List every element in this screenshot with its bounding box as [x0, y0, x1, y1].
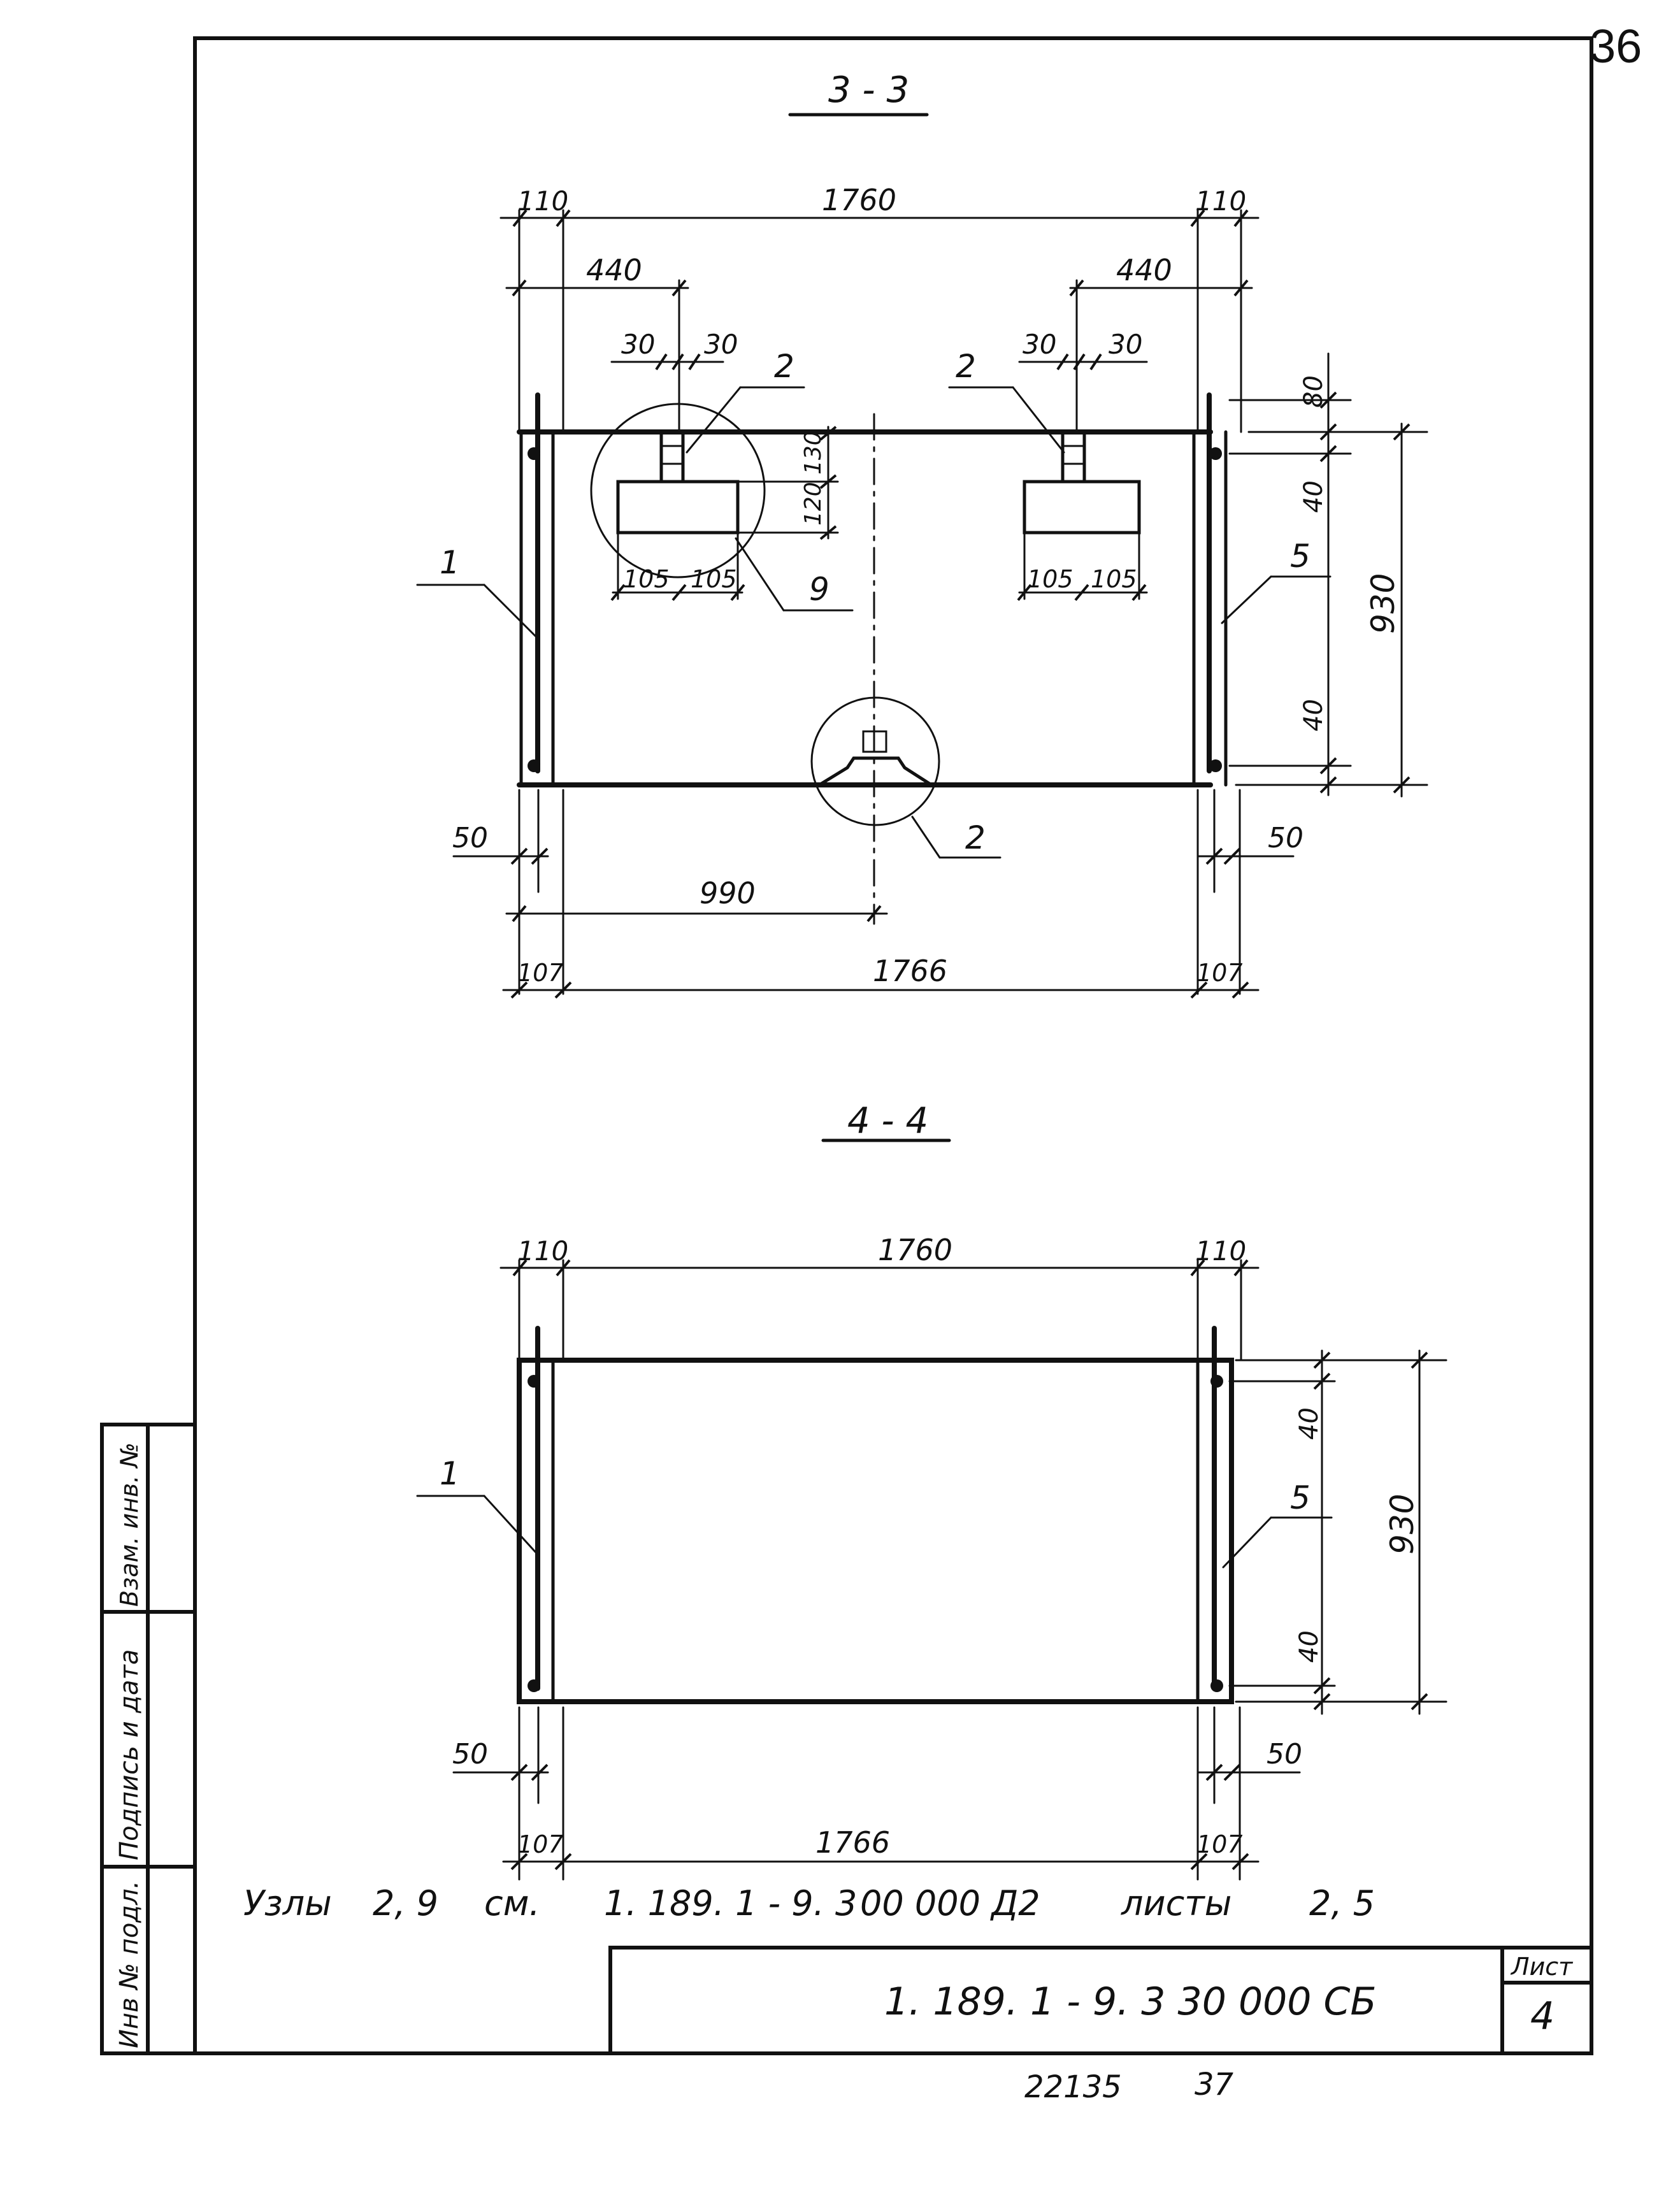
dim-3-3-990: 990: [700, 876, 756, 910]
page-number: 36: [1590, 20, 1642, 73]
dim-4-4-bottom-107-right: 107: [1196, 1830, 1243, 1858]
dim-3-3-top-1760: 1760: [822, 183, 896, 217]
dim-3-3-930: 930: [1365, 573, 1402, 634]
callout-3-3-9: 9: [809, 571, 829, 608]
sheet-number: 4: [1530, 1994, 1555, 2039]
dim-4-4-40-bottom: 40: [1295, 1630, 1324, 1663]
section-3-3: 3 - 3: [416, 69, 1428, 999]
callout-3-3-5: 5: [1290, 538, 1310, 575]
dim-3-3-440-left: 440: [586, 253, 642, 287]
dim-3-3-30-left-a: 30: [621, 329, 655, 360]
note-word-2: 2, 9: [373, 1883, 438, 1923]
copy-number: 37: [1195, 2067, 1234, 2102]
callout-3-3-2-left: 2: [774, 348, 794, 385]
section-3-3-title: 3 - 3: [828, 69, 909, 111]
section-4-4: 4 - 4 110 1760 110: [416, 1100, 1447, 1881]
dim-3-3-50-right: 50: [1268, 822, 1303, 854]
dim-4-4-top-110-right: 110: [1195, 1235, 1246, 1267]
dim-4-4-50-right: 50: [1267, 1738, 1302, 1770]
dim-3-3-30-left-b: 30: [704, 329, 738, 360]
dim-3-3-30-right-a: 30: [1023, 329, 1056, 360]
dim-4-4-top-1760: 1760: [878, 1233, 952, 1267]
drawing-code: 1. 189. 1 - 9. 3 30 000 СБ: [884, 1979, 1377, 2024]
dim-3-3-40-top: 40: [1299, 480, 1328, 513]
dim-3-3-40-bottom: 40: [1299, 699, 1328, 731]
dim-3-3-50-left: 50: [452, 822, 488, 854]
dim-3-3-top-110-right: 110: [1195, 185, 1246, 217]
dim-3-3-105-left-b: 105: [691, 565, 737, 593]
callout-4-4-5: 5: [1290, 1479, 1310, 1516]
note-word-1: Узлы: [243, 1883, 332, 1923]
dim-3-3-bottom-107-left: 107: [517, 959, 564, 987]
note-line: Узлы 2, 9 см. 1. 189. 1 - 9. 3 00 000 Д2…: [243, 1883, 1375, 1923]
note-word-5: 00 000 Д2: [860, 1883, 1040, 1923]
callout-3-3-1: 1: [440, 544, 460, 581]
dim-3-3-120: 120: [800, 482, 826, 526]
dim-3-3-30-right-b: 30: [1109, 329, 1142, 360]
note-word-3: см.: [484, 1883, 540, 1923]
dim-3-3-bottom-1766: 1766: [873, 954, 947, 988]
sheet-frame: 36: [193, 20, 1642, 2055]
dim-4-4-40-top: 40: [1295, 1407, 1324, 1440]
dim-4-4-top-110-left: 110: [517, 1235, 568, 1267]
title-block: 1. 189. 1 - 9. 3 30 000 СБ Лист 4: [608, 1946, 1593, 2055]
section-4-4-title: 4 - 4: [847, 1100, 928, 1142]
dim-3-3-130: 130: [800, 431, 826, 475]
note-word-7: 2, 5: [1309, 1883, 1375, 1923]
side-stamp: Инв № подл. Подпись и дата Взам. инв. №: [100, 1423, 197, 2055]
dim-3-3-105-right-b: 105: [1091, 565, 1137, 593]
sheet-label: Лист: [1510, 1953, 1574, 1981]
order-number: 22135: [1024, 2069, 1122, 2105]
dim-3-3-bottom-107-right: 107: [1196, 959, 1243, 987]
callout-3-3-2-right: 2: [956, 348, 976, 385]
stamp-vzam-inv: Взам. инв. №: [115, 1442, 143, 1607]
stamp-podpis-data: Подпись и дата: [115, 1649, 144, 1860]
dim-3-3-top-110-left: 110: [517, 185, 568, 217]
dim-3-3-105-right-a: 105: [1027, 565, 1073, 593]
dim-3-3-105-left-a: 105: [623, 565, 670, 593]
dim-4-4-50-left: 50: [452, 1738, 488, 1770]
footer: 22135 37: [1024, 2067, 1234, 2105]
dim-3-3-80: 80: [1299, 375, 1328, 408]
dim-4-4-930: 930: [1384, 1494, 1421, 1555]
note-word-6: листы: [1121, 1883, 1231, 1923]
callout-3-3-2-bottom: 2: [965, 819, 986, 856]
callout-4-4-1: 1: [440, 1455, 460, 1492]
dim-4-4-bottom-107-left: 107: [517, 1830, 564, 1858]
dim-3-3-440-right: 440: [1116, 253, 1172, 287]
dim-4-4-bottom-1766: 1766: [815, 1825, 890, 1860]
stamp-inv-podl: Инв № подл.: [115, 1881, 144, 2048]
note-word-4: 1. 189. 1 - 9. 3: [604, 1883, 857, 1923]
